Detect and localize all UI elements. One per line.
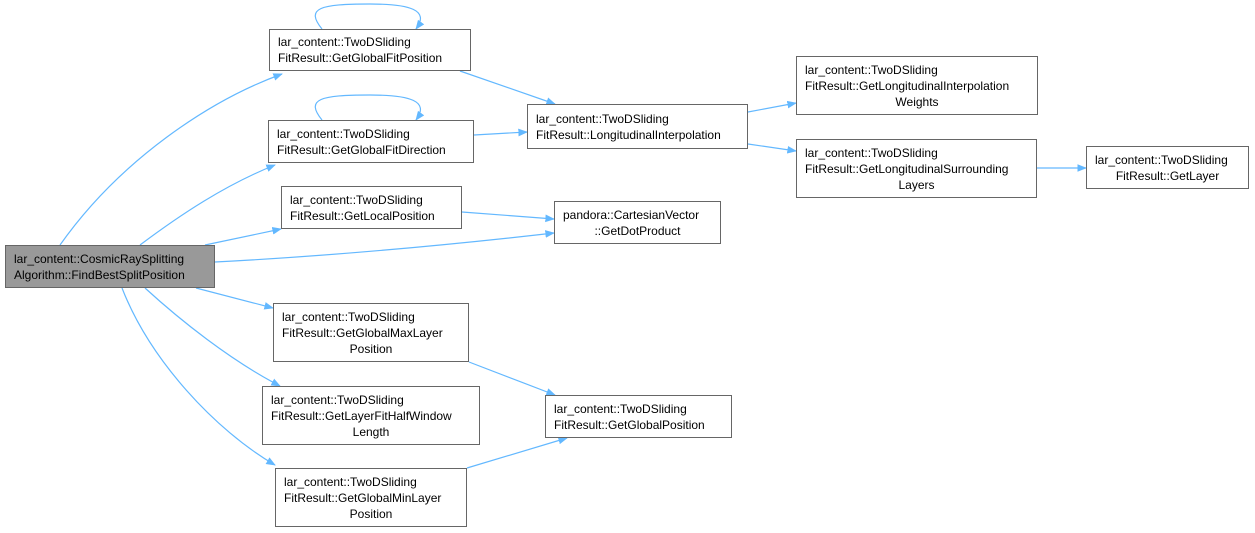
node-get-global-position[interactable]: lar_content::TwoDSliding FitResult::GetG… xyxy=(545,395,732,438)
node-label-line: lar_content::TwoDSliding xyxy=(284,474,417,489)
node-label-line: FitResult::GetGlobalMaxLayer xyxy=(282,325,443,340)
edge-root-to-getGlobalMinLayerPosition xyxy=(121,287,276,466)
edge-getGlobalFitPosition-to-longitudinalInterpolation xyxy=(459,70,556,105)
node-label-line: Weights xyxy=(895,94,939,109)
node-label-line: FitResult::GetGlobalFitDirection xyxy=(277,142,446,157)
node-label-line: FitResult::GetGlobalPosition xyxy=(554,417,705,432)
node-label-line: lar_content::TwoDSliding xyxy=(805,145,938,160)
node-label-line: Layers xyxy=(898,177,935,192)
node-label-line: lar_content::TwoDSliding xyxy=(805,62,938,77)
node-label-line: FitResult::LongitudinalInterpolation xyxy=(536,127,721,142)
node-get-global-fit-position[interactable]: lar_content::TwoDSliding FitResult::GetG… xyxy=(269,29,471,71)
node-label-line: lar_content::TwoDSliding xyxy=(536,111,669,126)
node-label-line: ::GetDotProduct xyxy=(594,223,681,238)
edge-root-to-getDotProduct xyxy=(214,230,555,263)
node-get-longitudinal-surrounding-layers[interactable]: lar_content::TwoDSliding FitResult::GetL… xyxy=(796,139,1037,198)
node-label-line: FitResult::GetLayerFitHalfWindow xyxy=(271,408,452,423)
edge-getGlobalFitPosition-to-getGlobalFitPosition xyxy=(314,3,425,30)
node-find-best-split-position[interactable]: lar_content::CosmicRaySplitting Algorith… xyxy=(5,245,215,288)
node-label-line: lar_content::TwoDSliding xyxy=(271,392,404,407)
node-label-line: lar_content::TwoDSliding xyxy=(282,309,415,324)
edge-longitudinalInterpolation-to-getLongitudinalInterpolationWeights xyxy=(747,100,797,113)
edge-root-to-getGlobalMaxLayerPosition xyxy=(195,287,274,310)
node-get-longitudinal-interpolation-weights[interactable]: lar_content::TwoDSliding FitResult::GetL… xyxy=(796,56,1038,115)
edge-getGlobalFitDirection-to-longitudinalInterpolation xyxy=(473,128,528,137)
edge-longitudinalInterpolation-to-getLongitudinalSurroundingLayers xyxy=(747,143,797,154)
node-label-line: Length xyxy=(352,424,390,439)
node-get-global-max-layer-position[interactable]: lar_content::TwoDSliding FitResult::GetG… xyxy=(273,303,469,362)
edge-root-to-getLocalPosition xyxy=(204,227,282,246)
edge-getLocalPosition-to-getDotProduct xyxy=(461,211,555,223)
node-longitudinal-interpolation[interactable]: lar_content::TwoDSliding FitResult::Long… xyxy=(527,104,748,149)
edge-getGlobalMinLayerPosition-to-getGlobalPosition xyxy=(466,436,568,469)
node-get-local-position[interactable]: lar_content::TwoDSliding FitResult::GetL… xyxy=(281,186,462,229)
edge-root-to-getGlobalFitPosition xyxy=(59,73,283,246)
node-label-line: FitResult::GetGlobalMinLayer xyxy=(284,490,442,505)
node-label-line: FitResult::GetGlobalFitPosition xyxy=(278,51,443,65)
node-label-line: Algorithm::FindBestSplitPosition xyxy=(14,267,185,282)
node-label-line: lar_content::TwoDSliding xyxy=(1095,152,1228,167)
node-label-line: lar_content::TwoDSliding xyxy=(278,35,411,49)
node-label-line: lar_content::TwoDSliding xyxy=(290,192,423,207)
node-get-layer-fit-half-window-length[interactable]: lar_content::TwoDSliding FitResult::GetL… xyxy=(262,386,480,445)
edge-getGlobalMaxLayerPosition-to-getGlobalPosition xyxy=(468,361,556,396)
edge-root-to-getLayerFitHalfWindowLength xyxy=(144,287,281,387)
node-label-line: FitResult::GetLongitudinalInterpolation xyxy=(805,78,1010,93)
node-label-line: Position xyxy=(349,506,393,521)
node-label-line: Position xyxy=(349,341,393,356)
edge-root-to-getGlobalFitDirection xyxy=(139,164,276,246)
node-get-global-min-layer-position[interactable]: lar_content::TwoDSliding FitResult::GetG… xyxy=(275,468,467,527)
node-get-global-fit-direction[interactable]: lar_content::TwoDSliding FitResult::GetG… xyxy=(268,120,474,163)
node-label-line: lar_content::TwoDSliding xyxy=(277,126,410,141)
node-get-layer[interactable]: lar_content::TwoDSliding FitResult::GetL… xyxy=(1086,146,1249,189)
node-get-dot-product[interactable]: pandora::CartesianVector ::GetDotProduct xyxy=(554,201,721,244)
node-label-line: lar_content::CosmicRaySplitting xyxy=(14,251,185,266)
node-label-line: pandora::CartesianVector xyxy=(563,207,700,222)
node-label-line: FitResult::GetLongitudinalSurrounding xyxy=(805,161,1009,176)
edge-getGlobalFitDirection-to-getGlobalFitDirection xyxy=(314,94,425,121)
node-label-line: lar_content::TwoDSliding xyxy=(554,401,687,416)
node-label-line: FitResult::GetLocalPosition xyxy=(290,208,435,223)
node-label-line: FitResult::GetLayer xyxy=(1115,168,1220,183)
